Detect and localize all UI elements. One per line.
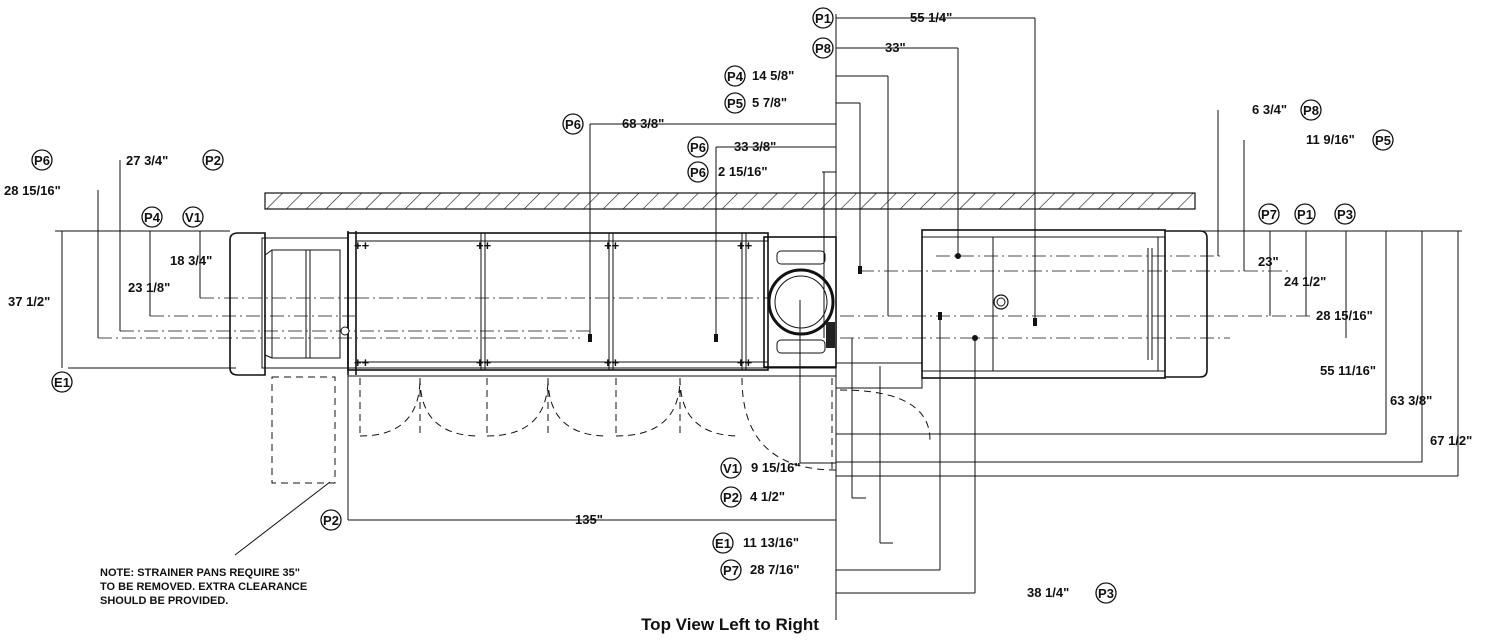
dimension-leaders xyxy=(61,14,1459,620)
note-line-2: TO BE REMOVED. EXTRA CLEARANCE xyxy=(100,581,307,593)
tag-p6-b-label: P6 xyxy=(690,140,706,155)
note-line-1: NOTE: STRAINER PANS REQUIRE 35" xyxy=(100,567,300,579)
dim-p6-a: 68 3/8" xyxy=(622,116,664,131)
dim-p6-b: 33 3/8" xyxy=(734,139,776,154)
tag-p8-top xyxy=(812,37,834,59)
dim-p4-left: 23 1/8" xyxy=(128,280,170,295)
tag-p5-top-label: P5 xyxy=(727,96,743,111)
dim-p4-top: 14 5/8" xyxy=(752,68,794,83)
tag-v1-bottom xyxy=(720,457,742,479)
tag-p6-c-label: P6 xyxy=(690,165,706,180)
tag-p3-right-label: P3 xyxy=(1337,207,1353,222)
dim-p1-right: 24 1/2" xyxy=(1284,274,1326,289)
tag-p3-right xyxy=(1334,203,1356,225)
drawing-title: Top View Left to Right xyxy=(641,615,819,634)
tag-p1-top xyxy=(812,7,834,29)
svg-text:++: ++ xyxy=(476,355,492,370)
dim-p8-right: 6 3/4" xyxy=(1252,102,1287,117)
tag-p6-a xyxy=(562,113,584,135)
tag-p6-c xyxy=(687,161,709,183)
dim-p1-top: 55 1/4" xyxy=(910,10,952,25)
tag-p2-135-label: P2 xyxy=(323,513,339,528)
left-end-cabinet xyxy=(229,232,349,376)
tag-p8-right-label: P8 xyxy=(1303,103,1319,118)
dim-p3-bottom: 38 1/4" xyxy=(1027,585,1069,600)
tag-p2-bottom-label: P2 xyxy=(723,490,739,505)
tag-p1-right-label: P1 xyxy=(1297,207,1313,222)
tag-p4-left-label: P4 xyxy=(144,210,161,225)
wall xyxy=(264,192,1196,210)
tag-p5-top xyxy=(724,92,746,114)
dim-p2-135: 135" xyxy=(575,512,603,527)
dim-p2-bottom: 4 1/2" xyxy=(750,489,785,504)
tag-p6-a-label: P6 xyxy=(565,117,581,132)
tag-p7-bottom-label: P7 xyxy=(723,563,739,578)
tag-p2-left xyxy=(202,149,224,171)
dim-p3-right: 28 15/16" xyxy=(1316,308,1373,323)
tag-p2-bottom xyxy=(720,486,742,508)
note-line-3: SHOULD BE PROVIDED. xyxy=(100,595,228,607)
svg-text:++: ++ xyxy=(737,355,753,370)
tag-p1-right xyxy=(1294,203,1316,225)
tag-p4-top-label: P4 xyxy=(727,69,744,84)
strainer-pan-clearance xyxy=(271,376,336,484)
dim-p2-left: 27 3/4" xyxy=(126,153,168,168)
svg-text:++: ++ xyxy=(476,238,492,253)
connection-markers xyxy=(340,253,1037,342)
tag-p3-bottom-label: P3 xyxy=(1098,586,1114,601)
dim-p7-bottom: 28 7/16" xyxy=(750,562,800,577)
tag-p8-right xyxy=(1300,99,1322,121)
tag-p2-135 xyxy=(320,509,342,531)
dim-p5-top: 5 7/8" xyxy=(752,95,787,110)
svg-text:++: ++ xyxy=(604,355,620,370)
tag-p7-right xyxy=(1258,203,1280,225)
dim-e1-left: 37 1/2" xyxy=(8,294,50,309)
tag-p2-left-label: P2 xyxy=(205,153,221,168)
svg-text:++: ++ xyxy=(737,238,753,253)
tag-p3-bottom xyxy=(1095,582,1117,604)
tag-p8-top-label: P8 xyxy=(815,41,831,56)
dim-p6-left: 28 15/16" xyxy=(4,183,61,198)
tag-v1-left-label: V1 xyxy=(185,210,201,225)
svg-text:++: ++ xyxy=(354,355,370,370)
dim-r3: 67 1/2" xyxy=(1430,433,1472,448)
tag-p7-right-label: P7 xyxy=(1261,207,1277,222)
dim-r2: 63 3/8" xyxy=(1390,393,1432,408)
tag-p6-b xyxy=(687,136,709,158)
tag-p5-right xyxy=(1372,129,1394,151)
tag-p5-right-label: P5 xyxy=(1375,133,1391,148)
dim-p6-c: 2 15/16" xyxy=(718,164,768,179)
tag-p6-left xyxy=(31,149,53,171)
door-swings xyxy=(359,377,931,471)
tag-p4-left xyxy=(141,206,163,228)
tag-v1-left xyxy=(182,206,204,228)
svg-text:++: ++ xyxy=(354,238,370,253)
tag-p1-top-label: P1 xyxy=(815,11,831,26)
dim-e1-bottom: 11 13/16" xyxy=(743,535,799,550)
tag-e1-bottom xyxy=(712,532,734,554)
dim-p8-top: 33" xyxy=(885,40,906,55)
blower-cabinet xyxy=(763,236,923,389)
dim-r1: 55 11/16" xyxy=(1320,363,1376,378)
tag-e1-left-label: E1 xyxy=(54,375,70,390)
svg-text:++: ++ xyxy=(604,238,620,253)
tag-v1-bottom-label: V1 xyxy=(723,461,739,476)
dim-p7-right: 23" xyxy=(1258,254,1279,269)
right-cabinet xyxy=(921,229,1208,379)
tag-p6-left-label: P6 xyxy=(34,153,50,168)
tag-e1-bottom-label: E1 xyxy=(715,536,731,551)
tag-p7-bottom xyxy=(720,559,742,581)
dim-v1-left: 18 3/4" xyxy=(170,253,212,268)
tag-e1-left xyxy=(51,371,73,393)
tag-p4-top xyxy=(724,65,746,87)
dim-v1-bottom: 9 15/16" xyxy=(751,460,801,475)
fryer-battery: ++ ++ ++ ++ ++ ++ ++ ++ xyxy=(347,232,837,377)
dim-p5-right: 11 9/16" xyxy=(1306,132,1355,147)
